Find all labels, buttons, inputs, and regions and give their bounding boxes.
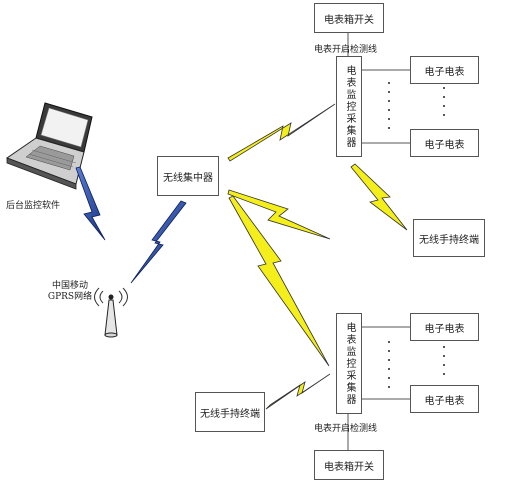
meter-dots-top — [388, 82, 445, 129]
meter-bottom-2: 电子电表 — [410, 385, 479, 413]
handheld-terminal-right-label: 无线手持终端 — [419, 234, 479, 246]
detect-line-top-label: 电表开启检测线 — [314, 45, 378, 55]
meter-box-switch-bottom: 电表箱开关 — [314, 450, 384, 480]
mobile-network-label-line1: 中国移动 — [51, 281, 88, 291]
handheld-terminal-left: 无线手持终端 — [195, 392, 265, 432]
meter-box-switch-top: 电表箱开关 — [314, 3, 384, 33]
meter-dots-bottom — [388, 341, 445, 388]
lightning-bolt-icon — [227, 189, 331, 240]
meter-top-2: 电子电表 — [410, 129, 479, 157]
meter-bottom-1-label: 电子电表 — [424, 323, 465, 335]
lightning-bolt-icon — [227, 103, 336, 162]
collector-top-label: 电表监控采集器 — [344, 64, 355, 149]
meter-bottom-1: 电子电表 — [410, 313, 479, 341]
meter-top-1-label: 电子电表 — [424, 66, 465, 78]
lightning-bolt-icon — [350, 163, 408, 231]
antenna-icon — [94, 287, 128, 338]
meter-box-switch-top-label: 电表箱开关 — [324, 14, 374, 26]
mobile-network-label: 中国移动 GPRS网络 — [44, 281, 96, 303]
detect-line-bottom-label: 电表开启检测线 — [314, 424, 378, 434]
mobile-network-label-line2: GPRS网络 — [47, 292, 93, 302]
lightning-bolt-icon — [130, 200, 187, 284]
connection-lines-top — [347, 33, 410, 144]
handheld-terminal-right: 无线手持终端 — [413, 219, 485, 257]
lightning-bolt-icon — [75, 166, 106, 241]
wireless-concentrator-box: 无线集中器 — [157, 156, 219, 196]
handheld-terminal-left-label: 无线手持终端 — [200, 408, 260, 420]
laptop-icon — [5, 102, 93, 190]
collector-bottom-box: 电表监控采集器 — [336, 313, 362, 414]
backend-software-label: 后台监控软件 — [6, 201, 61, 211]
meter-top-2-label: 电子电表 — [424, 139, 465, 151]
wireless-concentrator-label: 无线集中器 — [163, 172, 213, 184]
connection-lines-bottom — [347, 326, 410, 450]
lightning-bolt-icon — [265, 373, 331, 410]
collector-top-box: 电表监控采集器 — [336, 56, 362, 157]
collector-bottom-label: 电表监控采集器 — [344, 321, 355, 406]
meter-bottom-2-label: 电子电表 — [424, 395, 465, 407]
meter-box-switch-bottom-label: 电表箱开关 — [324, 461, 374, 473]
meter-top-1: 电子电表 — [410, 56, 479, 84]
lightning-bolt-icon — [228, 195, 330, 367]
